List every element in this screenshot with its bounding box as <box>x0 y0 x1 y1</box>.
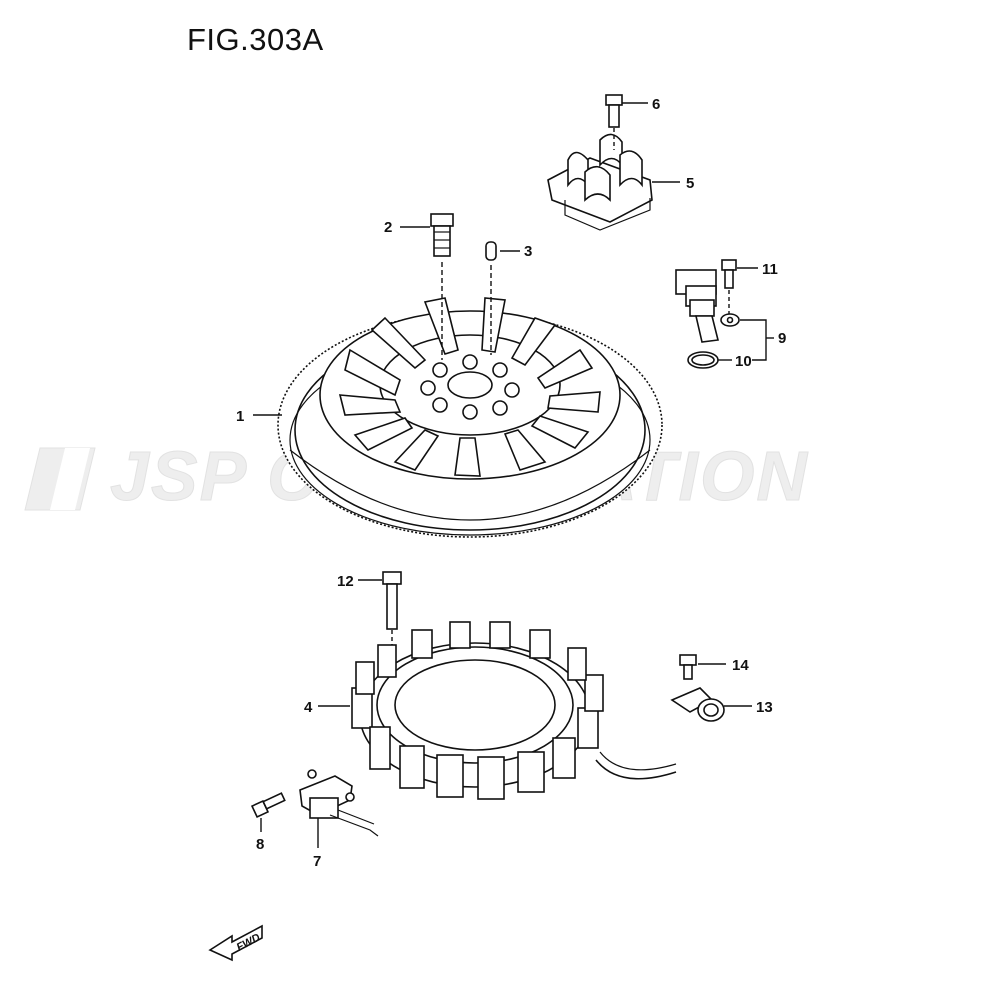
holder-5 <box>547 133 653 231</box>
callout-3: 3 <box>500 243 532 260</box>
callout-2: 2 <box>384 219 430 236</box>
callout-number: 12 <box>337 573 354 590</box>
bolt-14 <box>679 654 697 680</box>
figure-title: FIG.303A <box>187 22 324 57</box>
pin-3 <box>485 241 497 355</box>
callout-number: 3 <box>524 243 532 260</box>
stator <box>351 621 677 800</box>
arrow-left-icon <box>208 924 263 962</box>
callout-1: 1 <box>236 408 282 425</box>
callout-7: 7 <box>313 818 321 870</box>
bolt-11 <box>721 259 737 314</box>
callout-number: 8 <box>256 836 264 853</box>
callout-10: 10 <box>718 353 752 370</box>
bolt-2 <box>430 213 454 360</box>
callout-number: 7 <box>313 853 321 870</box>
clamp-13 <box>670 687 725 722</box>
callout-13: 13 <box>724 699 773 716</box>
callout-8: 8 <box>256 818 264 853</box>
callout-12: 12 <box>337 573 382 590</box>
o-ring-10 <box>687 351 719 369</box>
callout-5: 5 <box>652 175 694 192</box>
callout-number: 9 <box>778 330 786 347</box>
callout-number: 4 <box>304 699 313 716</box>
sensor-7 <box>299 769 379 837</box>
callout-11: 11 <box>737 261 778 278</box>
callout-4: 4 <box>304 699 350 716</box>
callout-number: 6 <box>652 96 660 113</box>
callout-14: 14 <box>698 657 749 674</box>
callout-number: 5 <box>686 175 694 192</box>
callout-number: 14 <box>732 657 749 674</box>
callout-number: 13 <box>756 699 773 716</box>
fwd-label: FWD <box>235 932 263 954</box>
callout-6: 6 <box>622 96 660 113</box>
callout-number: 1 <box>236 408 244 425</box>
screw-8 <box>250 792 286 819</box>
callout-number: 10 <box>735 353 752 370</box>
stator-coils <box>351 621 604 800</box>
callout-number: 2 <box>384 219 392 236</box>
sensor-9 <box>675 269 740 343</box>
callout-number: 11 <box>762 261 778 278</box>
flywheel <box>277 297 663 538</box>
fwd-marker: FWD <box>208 924 263 962</box>
callout-9: 9 <box>740 319 786 361</box>
bolt-6 <box>605 94 623 150</box>
flywheel-fins <box>338 297 601 477</box>
